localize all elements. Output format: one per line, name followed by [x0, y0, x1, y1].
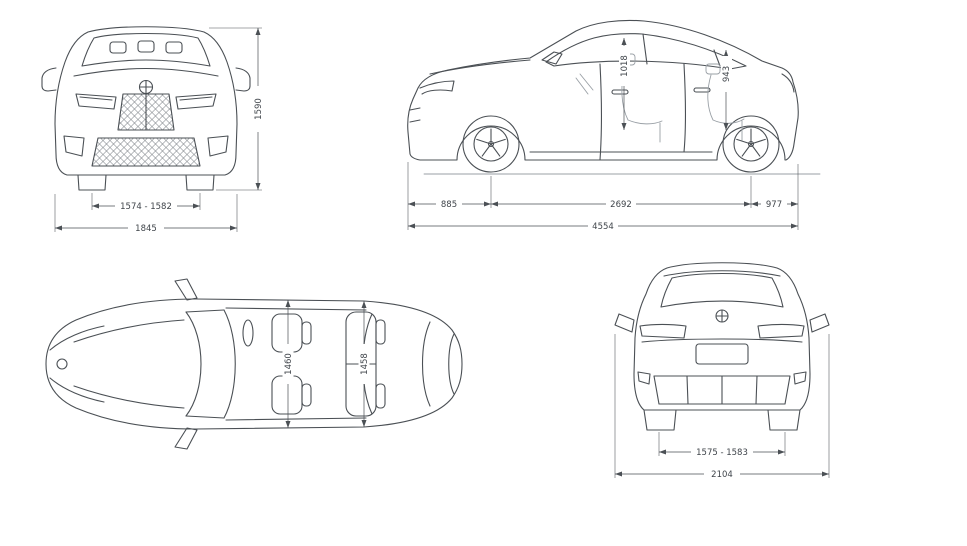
right-mirror — [809, 313, 830, 333]
left-headlight — [75, 93, 117, 110]
diffuser — [653, 375, 791, 405]
a-pillars — [185, 309, 225, 419]
bmw-roundel-icon — [715, 309, 729, 323]
front-car-body — [41, 26, 251, 191]
right-mirror — [174, 427, 198, 450]
left-taillight — [639, 323, 687, 339]
dim-width-label: 1845 — [135, 224, 157, 234]
front-view: 1590 1574 - 1582 1845 — [41, 26, 264, 234]
quarter-window-line — [713, 49, 721, 67]
hood-crease — [73, 67, 219, 77]
bmw-roundel-icon — [138, 79, 154, 95]
hood-cut-line — [429, 59, 531, 75]
left-mirror — [41, 67, 57, 92]
dim-overhang-front-label: 885 — [441, 200, 457, 210]
windshield — [81, 32, 211, 67]
license-plate — [695, 343, 749, 365]
side-mirror — [541, 51, 563, 65]
front-grille-lines — [409, 107, 421, 123]
side-car-body — [407, 19, 799, 173]
rear-door-line — [683, 63, 687, 153]
hood-lines — [49, 319, 185, 409]
right-wheel — [767, 409, 801, 431]
top-dimensions: 1460 1458 — [282, 300, 370, 428]
rear-view: 1575 - 1583 2104 — [614, 262, 830, 480]
right-taillight — [757, 323, 805, 339]
right-headlight — [175, 93, 217, 110]
spoiler-line — [663, 270, 781, 277]
dim-front-track-label: 1574 - 1582 — [120, 202, 172, 212]
lower-intake — [91, 137, 201, 167]
bmw-roundel-icon — [56, 358, 68, 370]
dim-length-label: 4554 — [592, 222, 614, 232]
dim-height-label: 1590 — [254, 98, 264, 120]
left-mirror — [174, 278, 198, 301]
headrest — [109, 41, 127, 54]
left-mirror — [614, 313, 635, 333]
dim-wheelbase-label: 2692 — [610, 200, 632, 210]
left-wheel — [77, 174, 107, 191]
roof-rails — [225, 307, 367, 421]
rear-car-body — [614, 262, 830, 431]
headrest — [165, 41, 183, 54]
left-reflector — [637, 371, 651, 385]
right-vent — [207, 135, 229, 157]
door-handle — [693, 87, 711, 93]
left-wheel — [643, 409, 677, 431]
right-reflector — [793, 371, 807, 385]
door-handle — [611, 89, 629, 95]
side-view: 1018 943 885 2692 977 4554 — [407, 19, 821, 232]
rear-dimensions: 1575 - 1583 2104 — [614, 334, 830, 480]
b-pillar — [642, 33, 648, 65]
dim-rear-track-label: 1575 - 1583 — [696, 448, 748, 458]
taillight-line — [781, 73, 795, 93]
left-vent — [63, 135, 85, 157]
dim-shoulder-front-label: 1460 — [284, 353, 294, 375]
rear-wheel — [722, 115, 780, 173]
headlight — [419, 80, 455, 95]
side-windows — [545, 33, 747, 70]
right-mirror — [235, 67, 251, 92]
front-dimensions: 1590 1574 - 1582 1845 — [54, 27, 264, 234]
top-car-body — [45, 278, 463, 450]
dim-overhang-rear-label: 977 — [766, 200, 782, 210]
front-wheel — [462, 115, 520, 173]
headrest — [137, 40, 155, 53]
dim-headroom-front-label: 1018 — [620, 55, 630, 77]
rear-window — [660, 272, 784, 308]
hatch-line — [641, 338, 803, 343]
top-view: 1460 1458 — [45, 278, 463, 450]
dim-width-mirrors-label: 2104 — [711, 470, 733, 480]
right-wheel — [185, 174, 215, 191]
rear-window-edges — [362, 313, 455, 415]
front-door-line — [599, 63, 603, 161]
dim-headroom-rear-label: 943 — [722, 66, 732, 82]
side-dimensions: 1018 943 885 2692 977 4554 — [407, 38, 799, 232]
roof-front-edge — [223, 309, 236, 419]
dim-shoulder-rear-label: 1458 — [360, 353, 370, 375]
windshield-base — [185, 311, 202, 417]
